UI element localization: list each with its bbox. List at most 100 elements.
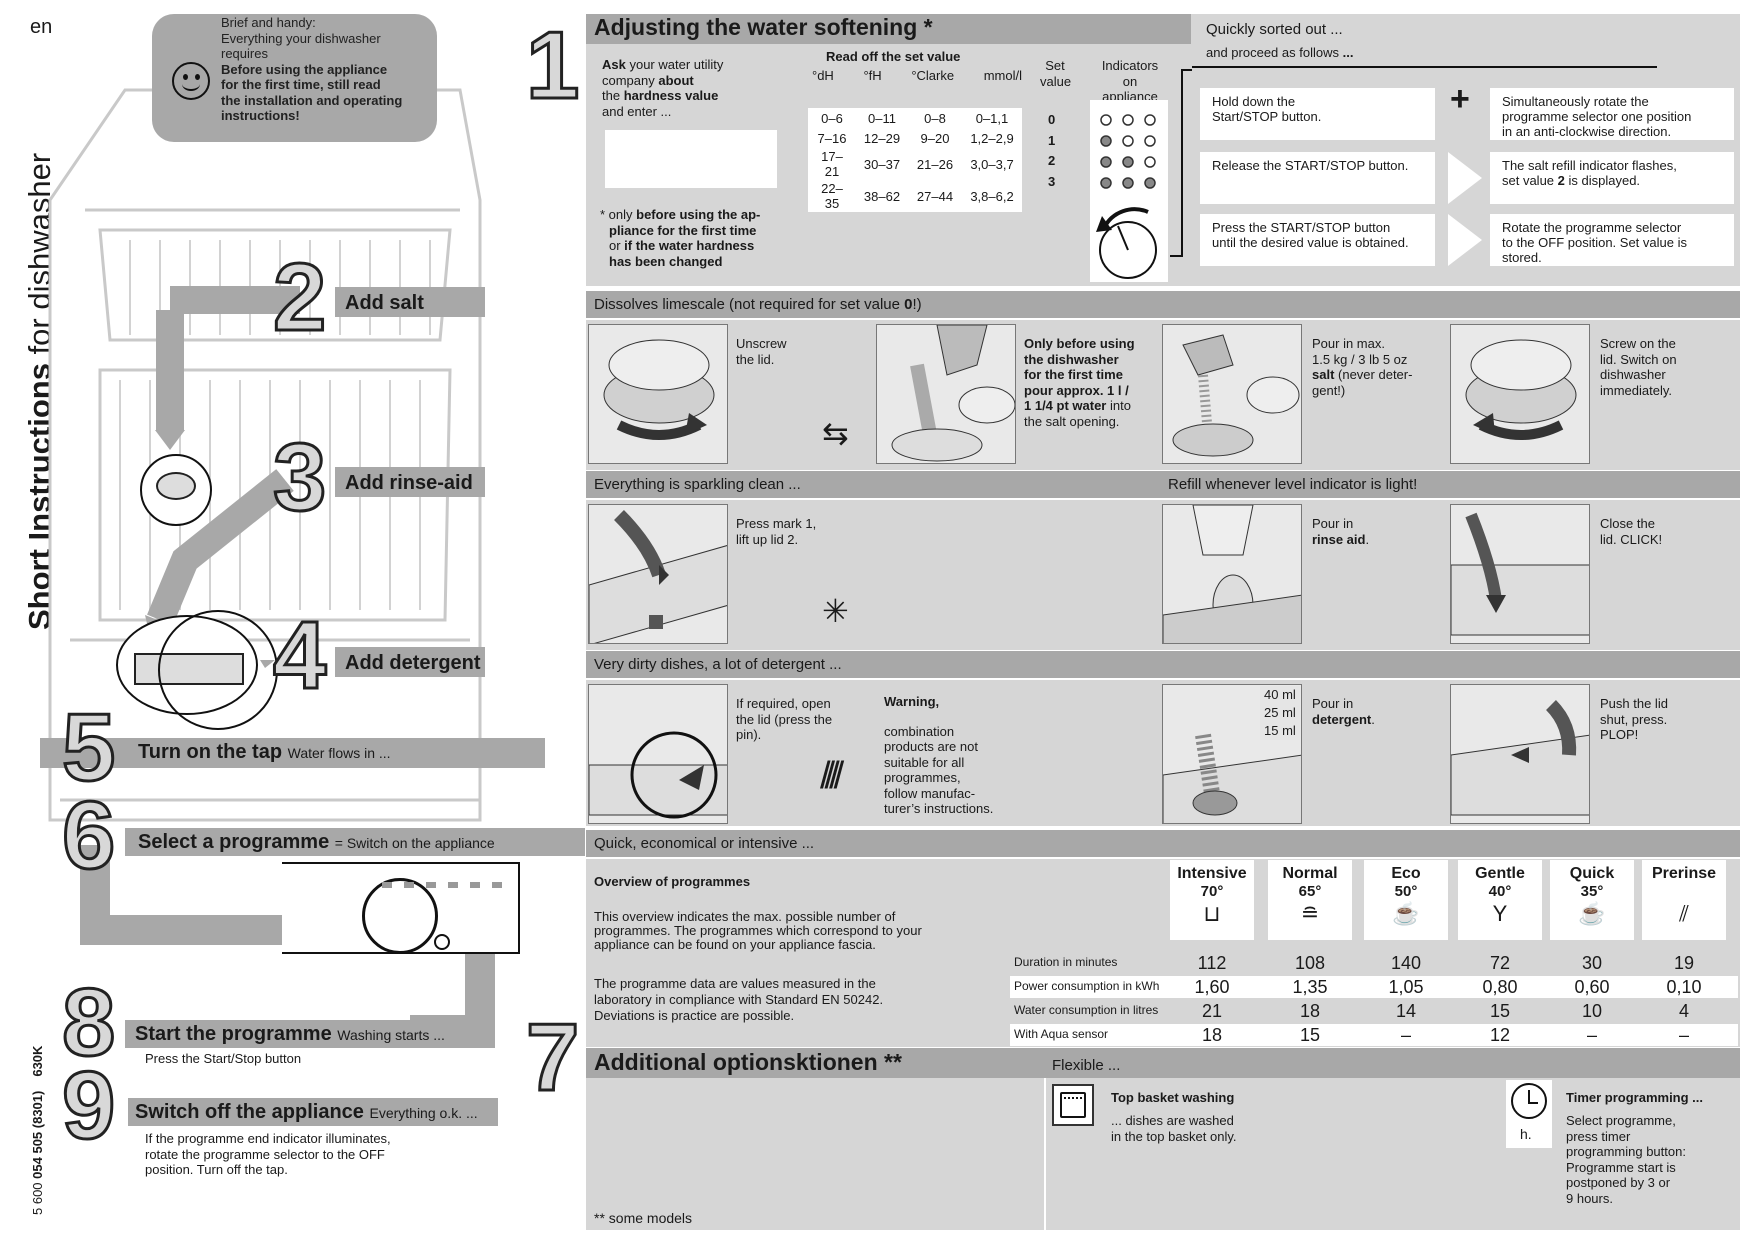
hardness-entry-field[interactable]: [605, 130, 777, 188]
table-cell: 21: [1201, 1001, 1223, 1021]
door-circle-icon: [158, 610, 278, 730]
start-button-icon[interactable]: [434, 934, 450, 950]
close-line2: lid. CLICK!: [1600, 531, 1663, 547]
programme-name: Gentle: [1475, 865, 1525, 882]
water-line5: 1 1/4 pt water: [1024, 398, 1107, 413]
ml-15: 15 ml: [1260, 722, 1300, 740]
table-cell: –: [1586, 1025, 1597, 1045]
salt-line-a: Pour in max.: [1312, 336, 1385, 351]
programme-name: Prerinse: [1651, 865, 1717, 882]
water-line5-tail: into: [1106, 398, 1131, 413]
programme-header: Prerinse ⫽: [1642, 860, 1726, 940]
programme-name: Normal: [1282, 865, 1338, 882]
unit-mmol: mmol/l: [983, 68, 1022, 83]
salt-line1: The salt refill indicator flashes,: [1502, 158, 1677, 173]
row-label: Power consumption in kWh: [1014, 979, 1160, 993]
set-value-label2: value: [1040, 73, 1072, 89]
warning-title: Warning,: [884, 694, 940, 709]
unit-clarke: °Clarke: [911, 68, 955, 83]
ask-text: your water utility: [625, 57, 724, 72]
table-cell: 14: [1395, 1001, 1417, 1021]
overview-title: Overview of programmes: [594, 874, 751, 889]
rinse-line2: rinse aid: [1312, 531, 1366, 547]
combination-products-icon: ////: [820, 755, 844, 797]
connector-line: [1170, 69, 1192, 257]
ml-marks: 40 ml 25 ml 15 ml: [1260, 686, 1300, 740]
water-line2: the dishwasher: [1024, 351, 1119, 367]
indicators-label1: Indicators: [1101, 58, 1159, 73]
swap-arrows-icon: ⇆: [822, 415, 849, 451]
pot-icon: ⊔: [1203, 901, 1221, 926]
table-cell: 7–16: [808, 128, 856, 148]
pour-det-line1: Pour in: [1312, 696, 1354, 711]
release-line: Release the START/STOP button.: [1212, 158, 1409, 173]
press-mark-line1: Press mark 1,: [736, 516, 817, 531]
timer-line3: programming button:: [1566, 1144, 1686, 1159]
arrow-right-icon: [1448, 214, 1482, 266]
table-cell: 0,60: [1574, 977, 1610, 997]
table-cell: 3,8–6,2: [962, 180, 1022, 212]
rinse-line1: Pour in: [1312, 516, 1354, 531]
table-cell: –: [1678, 1025, 1689, 1045]
table-cell: 0,80: [1482, 977, 1518, 997]
step-6-sub: = Switch on the appliance: [334, 835, 495, 851]
programme-name: Eco: [1391, 865, 1421, 882]
unscrew-line1: Unscrew: [736, 336, 787, 351]
salt-band-c: !): [912, 296, 922, 313]
timer-icon: h.: [1506, 1080, 1552, 1148]
table-cell: 17–21: [808, 148, 856, 180]
salt-line2b: 2: [1557, 173, 1565, 188]
table-cell: 21–26: [908, 148, 962, 180]
rotate-line3: stored.: [1502, 250, 1542, 265]
programme-temp: 40°: [1488, 883, 1512, 900]
table-cell: 4: [1678, 1001, 1689, 1021]
flexible-label: Flexible ...: [1052, 1057, 1121, 1074]
table-cell: 38–62: [856, 180, 908, 212]
water-line3: for the first time: [1024, 367, 1123, 382]
pour-rinse-aid-image: [1162, 504, 1302, 644]
indicator-lights-icon: [1096, 114, 1157, 279]
programme-temp: 65°: [1298, 883, 1322, 900]
bubble-bold3: the installation and operating: [221, 92, 403, 108]
programme-selector-icon[interactable]: [362, 878, 438, 954]
warning-line4: programmes,: [884, 770, 961, 785]
table-cell: 27–44: [908, 180, 962, 212]
table-cell: 18: [1201, 1025, 1223, 1045]
water-line1: Only before using: [1024, 336, 1135, 351]
pour-salt-image: [1162, 324, 1302, 464]
table-cell: 3,0–3,7: [962, 148, 1022, 180]
programme-temp: 50°: [1394, 883, 1418, 900]
spray-icon: ⫽: [1679, 901, 1689, 926]
salt-line-b: 1.5 kg / 3 lb 5 oz: [1312, 351, 1408, 367]
bubble-line2: Everything your dishwasher: [221, 30, 381, 46]
table-cell: 0–1,1: [962, 108, 1022, 128]
warning-line5: follow manufac-: [884, 785, 976, 801]
arrow-right-icon: [1448, 152, 1482, 204]
det-band: Very dirty dishes, a lot of detergent ..…: [594, 656, 842, 673]
bubble-line3: requires: [221, 46, 268, 61]
language-code: en: [30, 16, 53, 38]
read-off-label: Read off the set value: [826, 49, 961, 64]
screw-line2: lid. Switch on: [1600, 351, 1677, 367]
quick-sub: and proceed as follows: [1206, 45, 1343, 60]
table-cell: 22–35: [808, 180, 856, 212]
ask-hardness: hardness value: [623, 88, 719, 103]
top-basket-title: Top basket washing: [1111, 1090, 1235, 1105]
row-label: With Aqua sensor: [1014, 1027, 1109, 1041]
unscrew-lid-image: [588, 324, 728, 464]
simul-line1: Simultaneously rotate the: [1502, 94, 1649, 109]
set-value-0: 0: [1048, 112, 1056, 127]
salt-band: Dissolves limescale (not required for se…: [594, 296, 922, 313]
timer-line2: press timer: [1566, 1128, 1631, 1144]
footnote-some-models: ** some models: [594, 1210, 693, 1226]
table-cell: 108: [1294, 953, 1326, 973]
timer-line5: postponed by 3 or: [1566, 1175, 1671, 1190]
simul-line3: in an anti-clockwise direction.: [1502, 124, 1672, 139]
